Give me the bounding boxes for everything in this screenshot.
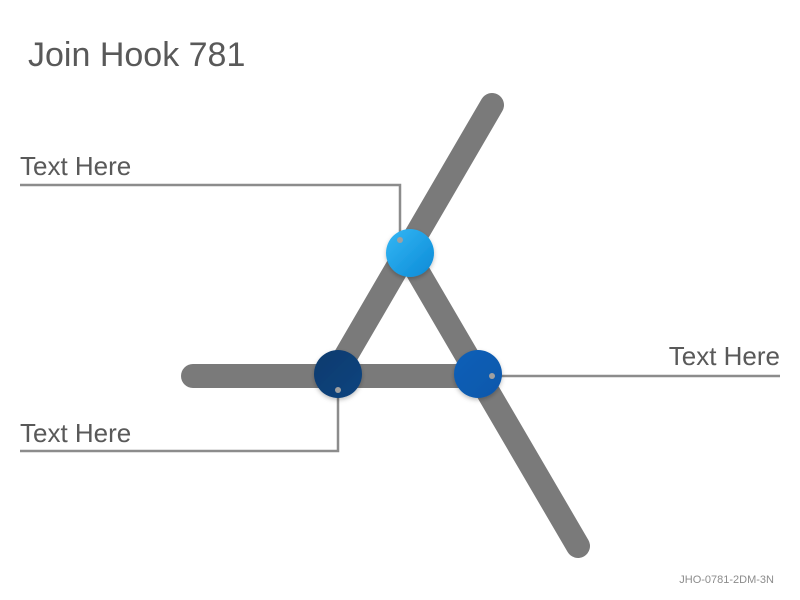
bar-diagonal-right <box>396 243 590 558</box>
label-right: Text Here <box>668 341 780 371</box>
connector-dot-left <box>335 387 341 393</box>
leader-line-top <box>20 183 402 240</box>
connector-dot-top <box>397 237 403 243</box>
label-bottom: Text Here <box>20 418 132 448</box>
connector-dot-right <box>489 373 495 379</box>
node-left <box>314 350 362 398</box>
footer-code: JHO-0781-2DM-3N <box>679 574 774 586</box>
page-title: Join Hook 781 <box>28 36 246 74</box>
node-right <box>454 350 502 398</box>
node-top <box>386 229 434 277</box>
leader-line-bottom <box>20 390 340 453</box>
label-top: Text Here <box>20 151 132 181</box>
